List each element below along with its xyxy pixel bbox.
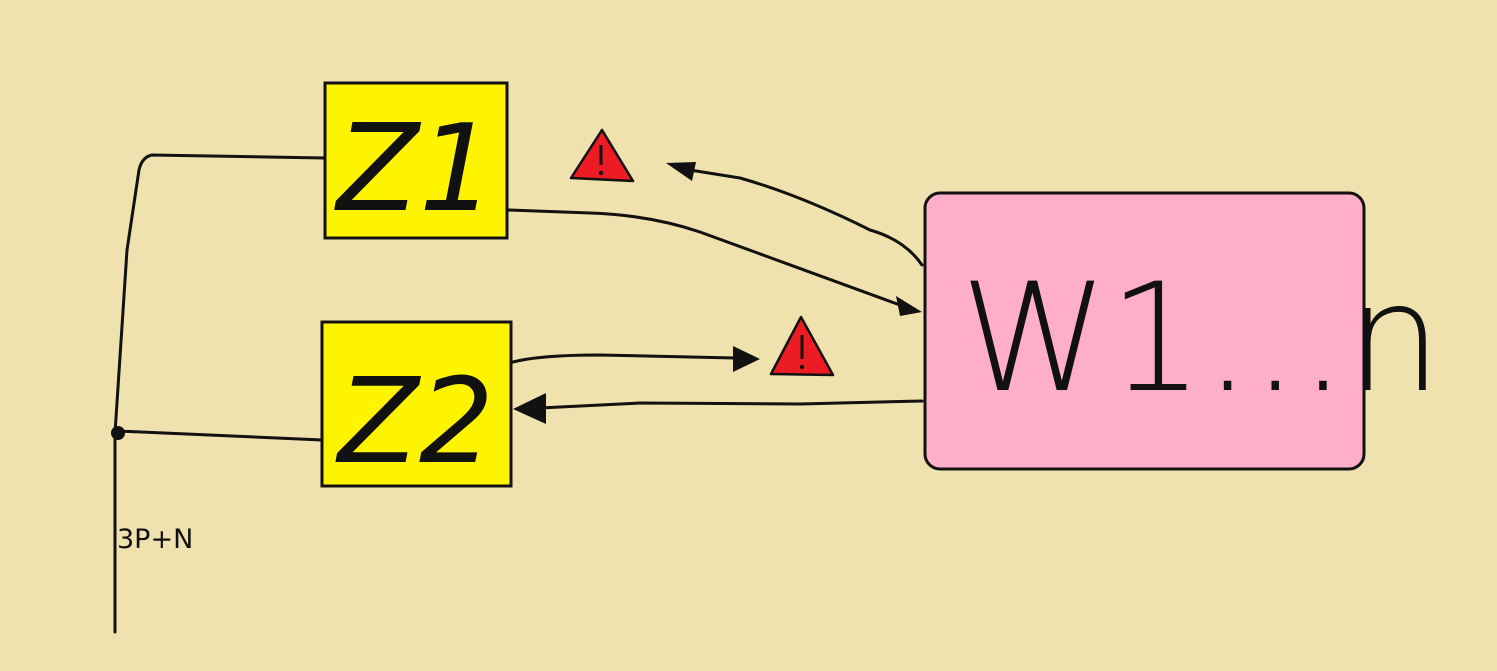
z2-to-warning-line [511, 353, 737, 364]
w-to-z2-line [538, 399, 924, 410]
warning-triangle-icon [769, 315, 835, 377]
w-label: W1...n [960, 252, 1442, 426]
supply-bus-line [113, 153, 326, 634]
branch-z2-line [116, 429, 324, 442]
z2-label: Z2 [335, 352, 494, 490]
supply-label: 3P+N [117, 524, 193, 555]
junction-dot [111, 426, 125, 440]
w-to-z1-warning-line [688, 168, 924, 267]
z1-to-w-line [507, 208, 902, 307]
z1-label: Z1 [334, 100, 496, 239]
warning-triangle-icon [569, 128, 635, 183]
z1-box[interactable]: Z1 [323, 81, 509, 240]
w-to-z2-arrowhead [513, 393, 546, 424]
w-box[interactable]: W1...n [923, 191, 1442, 471]
w-to-z1-warning-arrowhead [666, 162, 696, 181]
z1-to-w-arrowhead [896, 296, 922, 316]
z2-box[interactable]: Z2 [320, 320, 513, 490]
z2-to-warning-arrowhead [733, 346, 760, 372]
